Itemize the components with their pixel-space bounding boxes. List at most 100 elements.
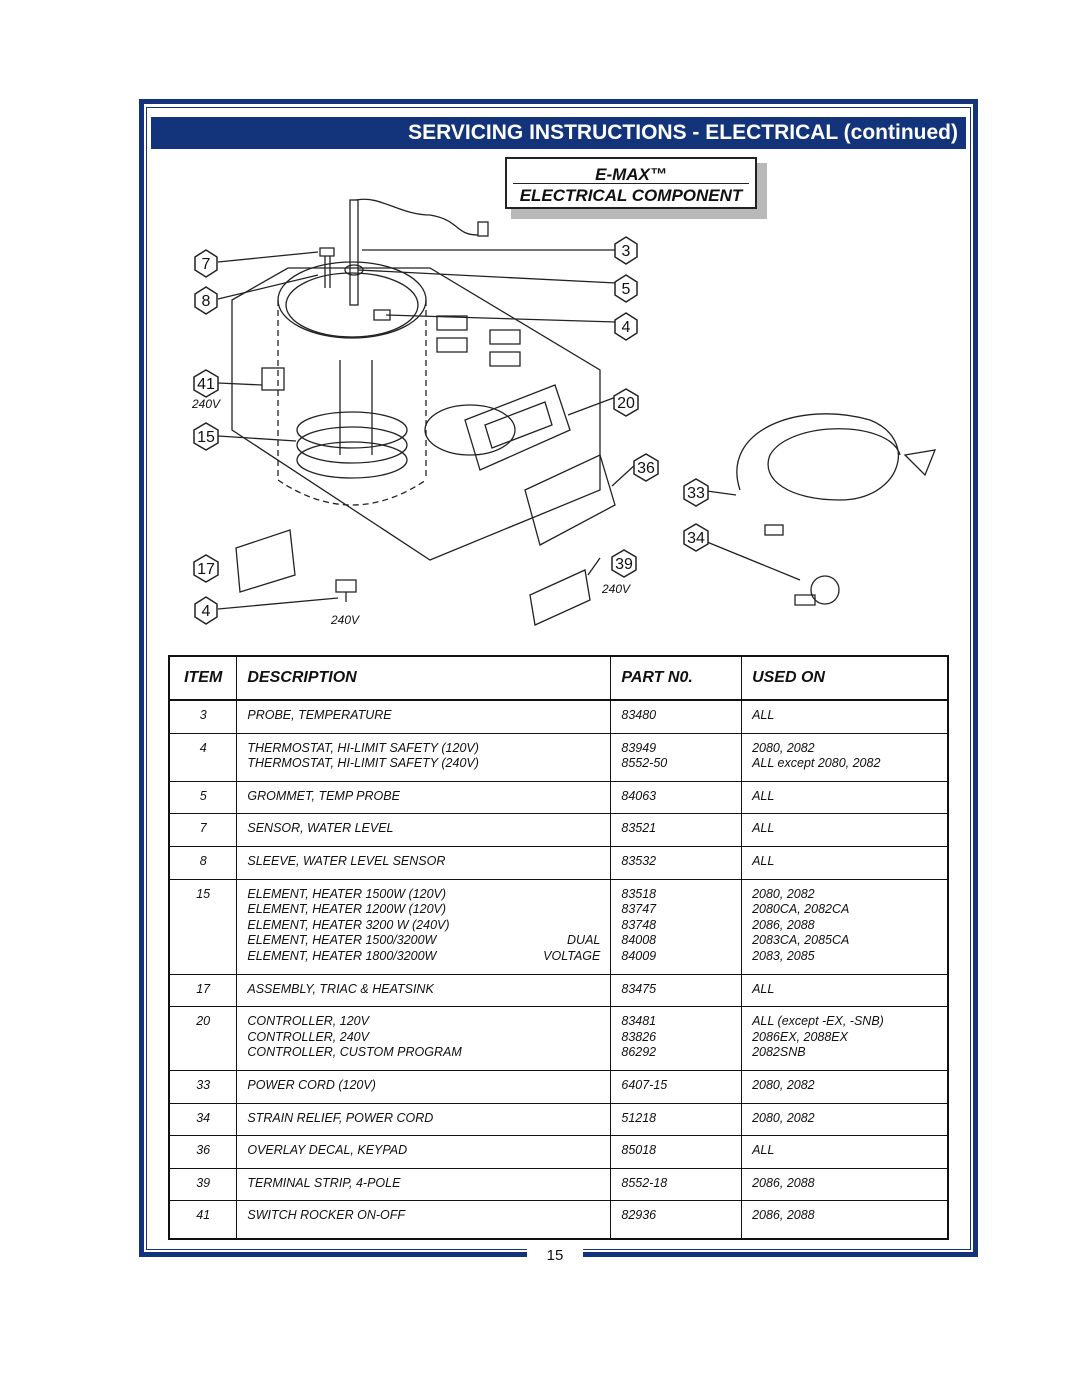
callout-label: 33 [687, 485, 705, 502]
used-on-value: ALL except 2080, 2082 [752, 756, 881, 771]
item-cell: 3 [169, 700, 238, 734]
description-line: CONTROLLER, 240V [247, 1030, 600, 1046]
callout-label: 5 [622, 281, 631, 298]
housing-vents [436, 315, 521, 367]
callout-label: 34 [687, 530, 705, 547]
part-number: 83521 [621, 821, 657, 836]
water-level-sensor [319, 247, 335, 288]
item-cell: 5 [169, 781, 238, 815]
description-cell: SLEEVE, WATER LEVEL SENSOR [236, 846, 612, 880]
callout-label: 4 [202, 603, 211, 620]
part-number: 83532 [621, 853, 657, 868]
used-on-value: 2086, 2088 [752, 1175, 815, 1190]
heater-coil-3 [296, 441, 408, 479]
used-on-cell: 2080, 2082 [741, 1103, 949, 1137]
description-cell: SENSOR, WATER LEVEL [236, 813, 612, 847]
power-cord [736, 413, 901, 501]
table-row: 3 PROBE, TEMPERATURE 83480 ALL [169, 700, 949, 734]
description-cell: THERMOSTAT, HI-LIMIT SAFETY (120V)THERMO… [236, 733, 612, 782]
part-number: 85018 [621, 1143, 657, 1158]
part-number: 83747 [621, 902, 657, 917]
description-text: ELEMENT, HEATER 1200W (120V) [247, 902, 447, 917]
used-on-cell: ALL [741, 813, 949, 847]
used-on-value: 2080, 2082 [752, 740, 815, 755]
description-cell: ELEMENT, HEATER 1500W (120V)ELEMENT, HEA… [236, 879, 612, 975]
used-on-value: 2083, 2085 [752, 948, 815, 963]
part-number-cell: 51218 [610, 1103, 743, 1137]
used-on-value: ALL [752, 853, 775, 868]
controller-display [484, 401, 553, 449]
part-number: 83480 [621, 708, 657, 722]
diagram-title-box: E-MAX™ ELECTRICAL COMPONENT [505, 157, 757, 209]
keypad-decal [524, 454, 616, 546]
probe-wire [355, 198, 479, 236]
callout-hex-5 [614, 274, 638, 303]
item-cell: 20 [169, 1006, 238, 1071]
description-line: ELEMENT, HEATER 1500W (120V) [247, 887, 600, 903]
part-number-cell: 6407-15 [610, 1070, 743, 1104]
callout-label: 20 [617, 395, 635, 412]
item-cell: 8 [169, 846, 238, 880]
description-text: SWITCH ROCKER ON-OFF [247, 1208, 406, 1223]
item-cell: 15 [169, 879, 238, 975]
callout-hex-34 [683, 523, 709, 552]
temperature-probe [349, 199, 359, 306]
callout-hex-4 [614, 312, 638, 341]
used-on-cell: 2086, 2088 [741, 1200, 949, 1239]
callout-hex-15 [193, 422, 219, 451]
used-on-value: 2080, 2082 [752, 1077, 815, 1092]
description-line: GROMMET, TEMP PROBE [247, 789, 600, 805]
part-number: 84063 [621, 788, 657, 803]
description-text: PROBE, TEMPERATURE [247, 708, 392, 722]
callout-hex-36 [633, 453, 659, 482]
part-number-cell: 8552-18 [610, 1168, 743, 1202]
description-line: THERMOSTAT, HI-LIMIT SAFETY (120V) [247, 741, 600, 757]
used-on-value: ALL [752, 1143, 775, 1158]
part-number-cell: 83521 [610, 813, 743, 847]
page-number: 15 [546, 1247, 564, 1264]
item-cell: 39 [169, 1168, 238, 1202]
description-text: STRAIN RELIEF, POWER CORD [247, 1110, 434, 1125]
callout-hex-20 [613, 388, 639, 417]
callout-label: 7 [202, 256, 211, 273]
used-on-value: 2080, 2082 [752, 886, 815, 901]
description-line: TERMINAL STRIP, 4-POLE [247, 1176, 600, 1192]
header-item: ITEM [169, 656, 238, 701]
parts-table-header: ITEM DESCRIPTION PART N0. USED ON [169, 656, 949, 701]
strain-relief-nut [794, 594, 816, 606]
callout-hex-39 [611, 549, 637, 578]
description-text: ELEMENT, HEATER 3200 W (240V) [247, 917, 450, 932]
item-cell: 36 [169, 1135, 238, 1169]
description-text: SLEEVE, WATER LEVEL SENSOR [247, 853, 446, 868]
callout-label: 4 [622, 319, 631, 336]
part-number: 83826 [621, 1029, 657, 1044]
callout-label: 8 [202, 293, 211, 310]
description-text: CONTROLLER, 120V [247, 1014, 369, 1029]
diagram-title-line2: ELECTRICAL COMPONENT [519, 186, 743, 205]
description-line: CONTROLLER, 120V [247, 1014, 600, 1030]
item-cell: 33 [169, 1070, 238, 1104]
callout-label: 36 [637, 460, 655, 477]
triac-heatsink [235, 529, 296, 593]
description-text: CONTROLLER, 240V [247, 1029, 369, 1044]
callout-hex-41 [193, 369, 219, 398]
part-number: 8552-50 [621, 756, 668, 771]
part-number: 83518 [621, 886, 657, 901]
description-text: ELEMENT, HEATER 1500W (120V) [247, 886, 447, 901]
callout-leaders [217, 249, 801, 610]
item-cell: 4 [169, 733, 238, 782]
used-on-value: 2086, 2088 [752, 917, 815, 932]
item-cell: 34 [169, 1103, 238, 1137]
description-text: CONTROLLER, CUSTOM PROGRAM [247, 1045, 462, 1060]
thermostat-240v [335, 579, 357, 602]
used-on-cell: ALL [741, 700, 949, 734]
part-number: 86292 [621, 1045, 657, 1060]
callout-label: 15 [197, 429, 215, 446]
used-on-value: ALL [752, 821, 775, 836]
item-cell: 41 [169, 1200, 238, 1239]
